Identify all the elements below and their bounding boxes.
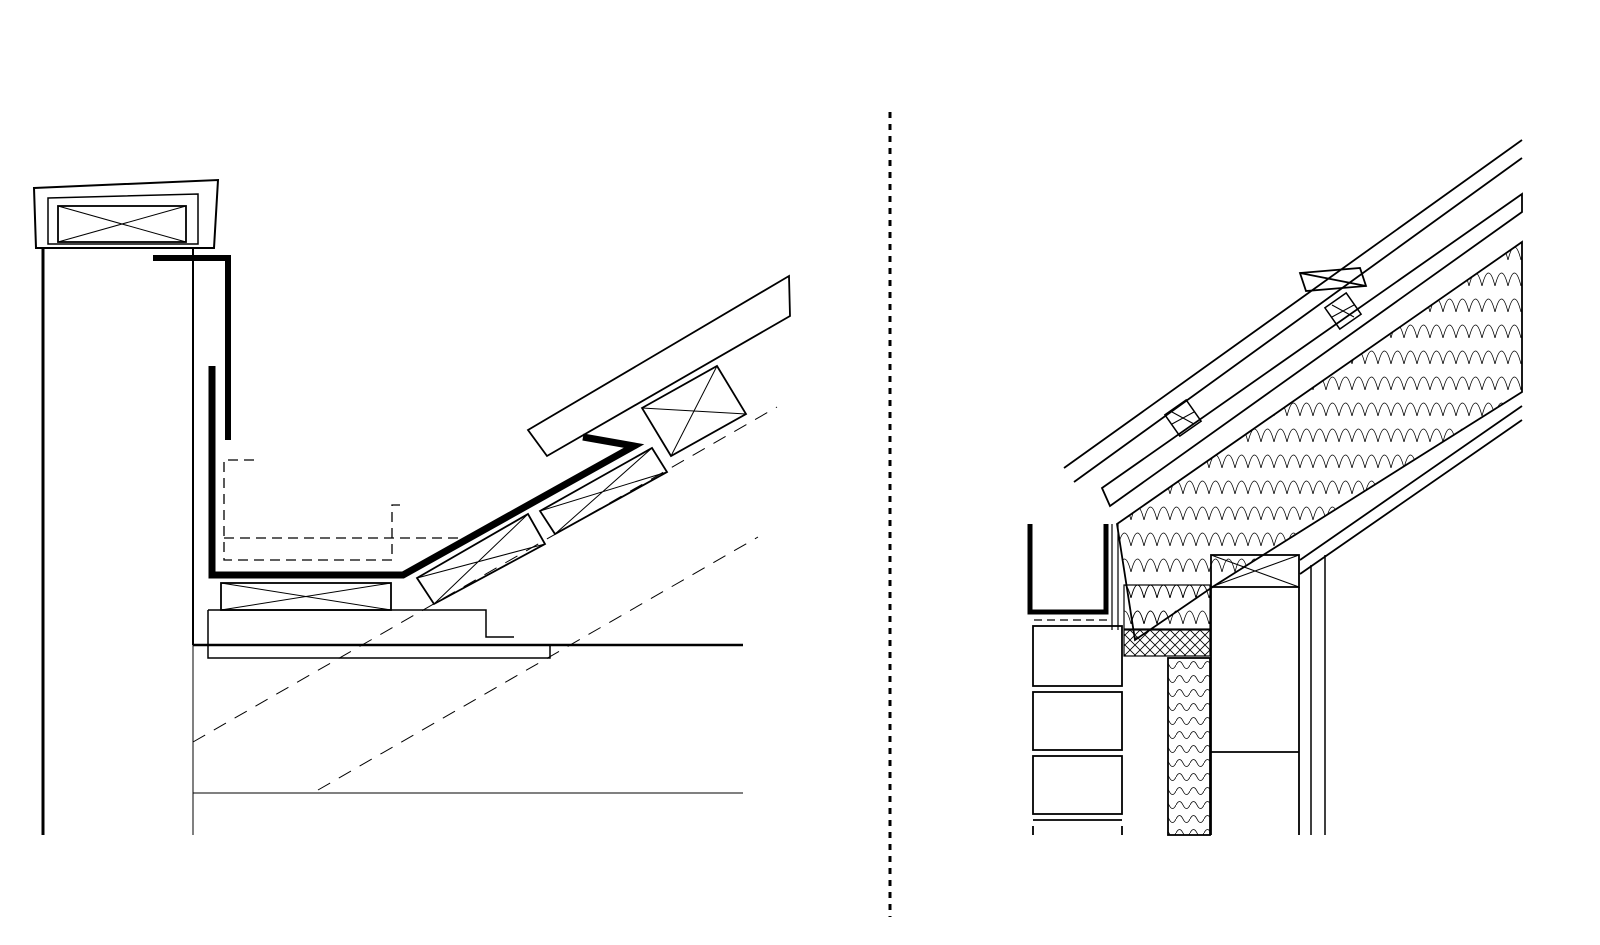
cap-flashing <box>153 255 231 440</box>
eaves-box-gutter-detail <box>1027 139 1523 836</box>
cavity-closer <box>1123 629 1211 657</box>
brick-leaf <box>1032 625 1123 835</box>
inner-leaf <box>1210 555 1326 835</box>
cavity-wall-insulation <box>1167 657 1211 836</box>
sole-board <box>207 609 551 659</box>
parapet-wall <box>41 247 194 835</box>
parapet-gutter-detail <box>32 178 791 835</box>
counter-battens <box>1163 291 1363 438</box>
rafter-insulation <box>1116 240 1523 642</box>
coping-cap <box>32 178 220 249</box>
rafter-dashed-lines <box>192 406 778 791</box>
wall-plate <box>1210 554 1300 588</box>
gutter-lining <box>208 366 645 579</box>
box-gutter <box>1027 524 1109 615</box>
sloping-battens <box>415 446 669 606</box>
roof-board <box>526 274 791 458</box>
roof-layers <box>1063 139 1523 508</box>
gutter-dashed-outline <box>223 459 460 561</box>
gutter-base-timber <box>220 582 392 611</box>
soffit-lines <box>1299 405 1523 575</box>
eaves-insulation <box>1123 584 1211 630</box>
